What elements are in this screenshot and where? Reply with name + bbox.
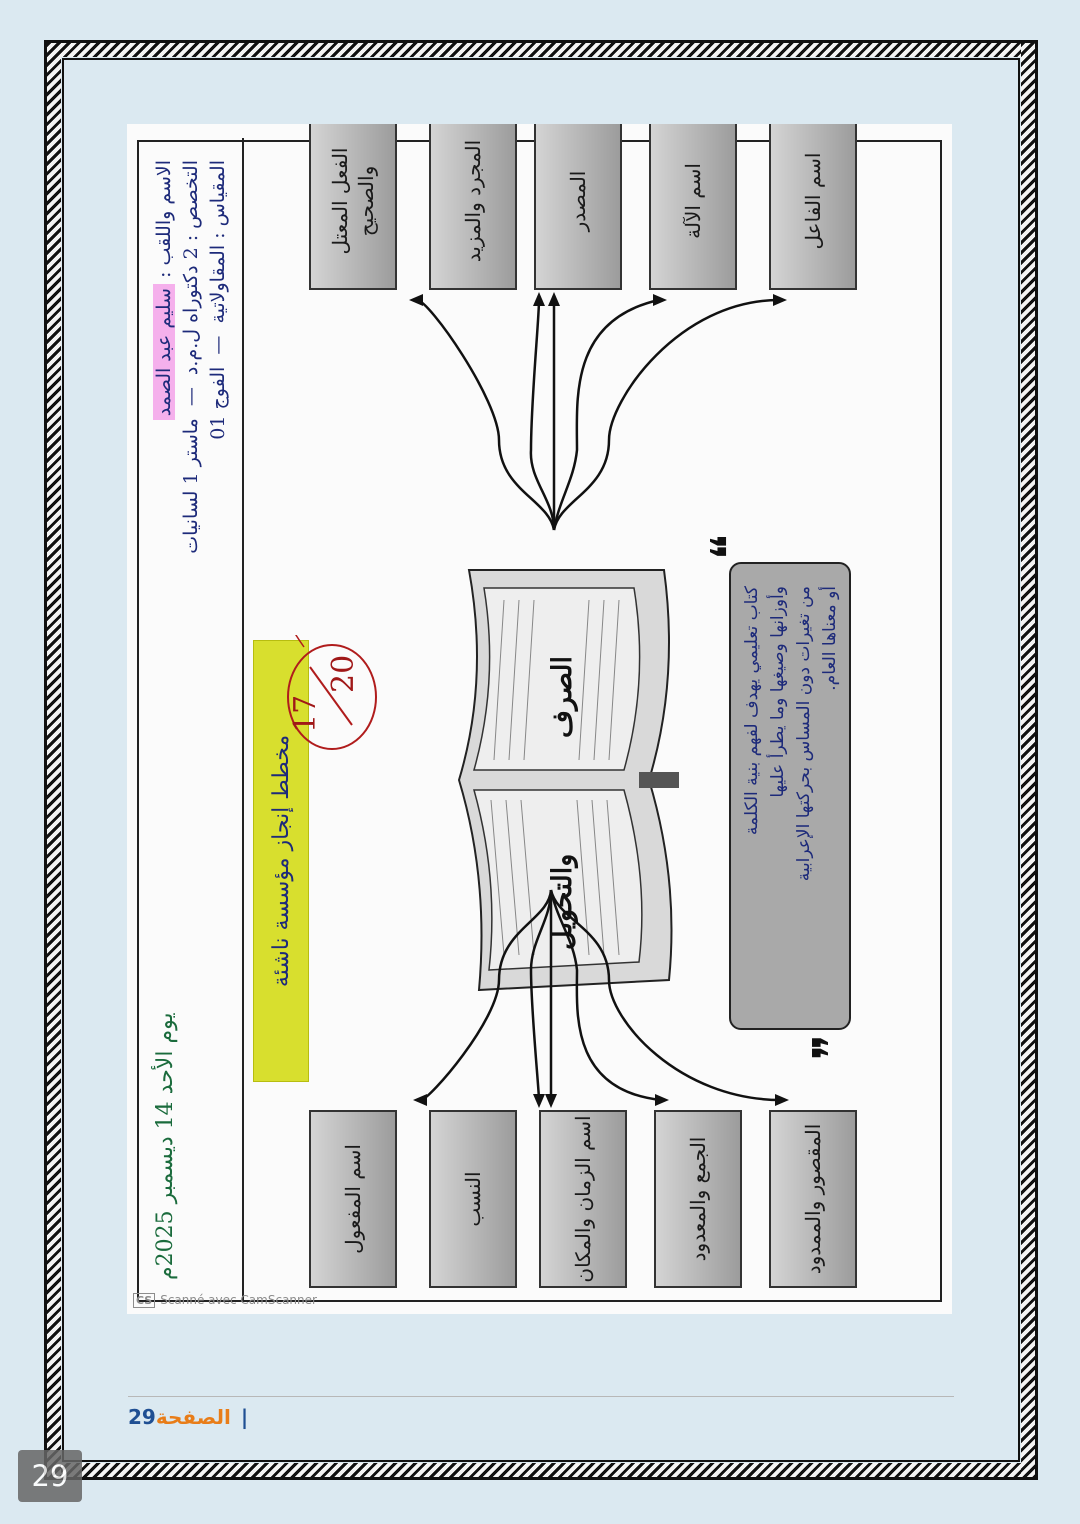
grade-circle-icon [274,635,377,750]
scanned-sheet-content: يوم الأحد 14 ديسمبر 2025م الاسم واللقب :… [127,124,952,1314]
footer-page-number: 29 [128,1405,156,1429]
name-label: الاسم واللقب : [153,160,175,278]
concept-label: اسم الفاعل [801,152,825,250]
book-description: كتاب تعليمي يهدف لفهم بنية الكلمة وأوزان… [729,562,851,1030]
sheet-frame: يوم الأحد 14 ديسمبر 2025م الاسم واللقب :… [137,124,942,1302]
description-line: وأوزانها وصيغها وما يطرأ عليها [768,586,788,798]
concept-label: اسم الآلة [681,163,705,239]
rope-border-left [47,43,61,1477]
header-left: يوم الأحد 14 ديسمبر 2025م [151,700,237,1280]
description-line: من تغيرات دون المساس بحركتها الإعرابية [794,586,814,882]
concept-box-4: اسم الآلة [649,124,737,290]
student-name: سليم عبد الصمد [153,284,175,421]
concept-label: اسم الزمان والمكان [571,1115,595,1283]
concept-label: المجرد والمزيد [461,139,485,263]
page-indicator-badge: 29 [18,1450,82,1502]
footer-divider [128,1396,954,1397]
rope-border-bottom [47,1463,1035,1477]
concept-label: الفعل المعتل والصحيح [328,147,378,255]
description-line: كتاب تعليمي يهدف لفهم بنية الكلمة [742,586,762,836]
grade-mark: 17 20 [274,635,386,755]
description-line: أو معناها العام. [820,586,840,691]
rope-border-top [47,43,1035,57]
scanner-watermark: CS Scanné avec CamScanner [133,1290,317,1310]
book-illustration: والتحويل الصرف [439,560,687,1000]
concept-label: المصدر [566,170,590,232]
footer-separator: | [240,1405,249,1429]
page-footer: 29 الصفحة | [128,1402,248,1432]
concept-label: المقصور والممدود [801,1123,825,1275]
sheet-level: ماستر 1 لسانيات [180,418,202,554]
concept-box-10: المقصور والممدود [769,1110,857,1288]
specialty-line: التخصص : 2 دكتوراه ل.م.د — ماستر 1 لساني… [180,160,202,554]
concept-box-6: اسم المفعول [309,1110,397,1288]
concept-box-3: المصدر [534,124,622,290]
header-divider [242,138,244,1300]
rope-border-right [1021,43,1035,1477]
grade-out-of: 20 [326,654,361,693]
page-border-outer [44,40,1038,1480]
date-line: يوم الأحد 14 ديسمبر 2025م [153,1012,178,1280]
header-right: الاسم واللقب : سليم عبد الصمد التخصص : 2… [151,160,237,660]
specialty: التخصص : 2 دكتوراه ل.م.د [180,160,202,376]
concept-label: الجمع والمعدود [686,1136,710,1262]
concept-box-8: اسم الزمان والمكان [539,1110,627,1288]
group: الفوج 01 [207,366,229,440]
open-book-icon [457,569,679,992]
concept-label: النسب [461,1171,485,1227]
concept-label: اسم المفعول [341,1144,365,1254]
scanned-sheet: يوم الأحد 14 ديسمبر 2025م الاسم واللقب :… [127,124,952,1314]
concept-box-9: الجمع والمعدود [654,1110,742,1288]
grade-score: 17 [288,694,323,733]
concept-box-2: المجرد والمزيد [429,124,517,290]
module-line: المقياس : المقاولاتية — الفوج 01 [207,160,229,440]
module: المقياس : المقاولاتية [207,160,229,324]
close-quote-icon: ❞ [803,1034,859,1060]
student-name-line: الاسم واللقب : سليم عبد الصمد [151,160,178,660]
open-quote-icon: ❝ [701,534,757,560]
camscanner-logo: CS [133,1292,156,1308]
scanner-text: Scanné avec CamScanner [160,1293,317,1307]
book-title-line1: الصرف [547,655,578,738]
page-border-inner [62,58,1020,1462]
book-title-line2: والتحويل [547,853,578,950]
concept-box-7: النسب [429,1110,517,1288]
concept-box-1: الفعل المعتل والصحيح [309,124,397,290]
footer-page-label: الصفحة [155,1405,231,1429]
concept-box-5: اسم الفاعل [769,124,857,290]
